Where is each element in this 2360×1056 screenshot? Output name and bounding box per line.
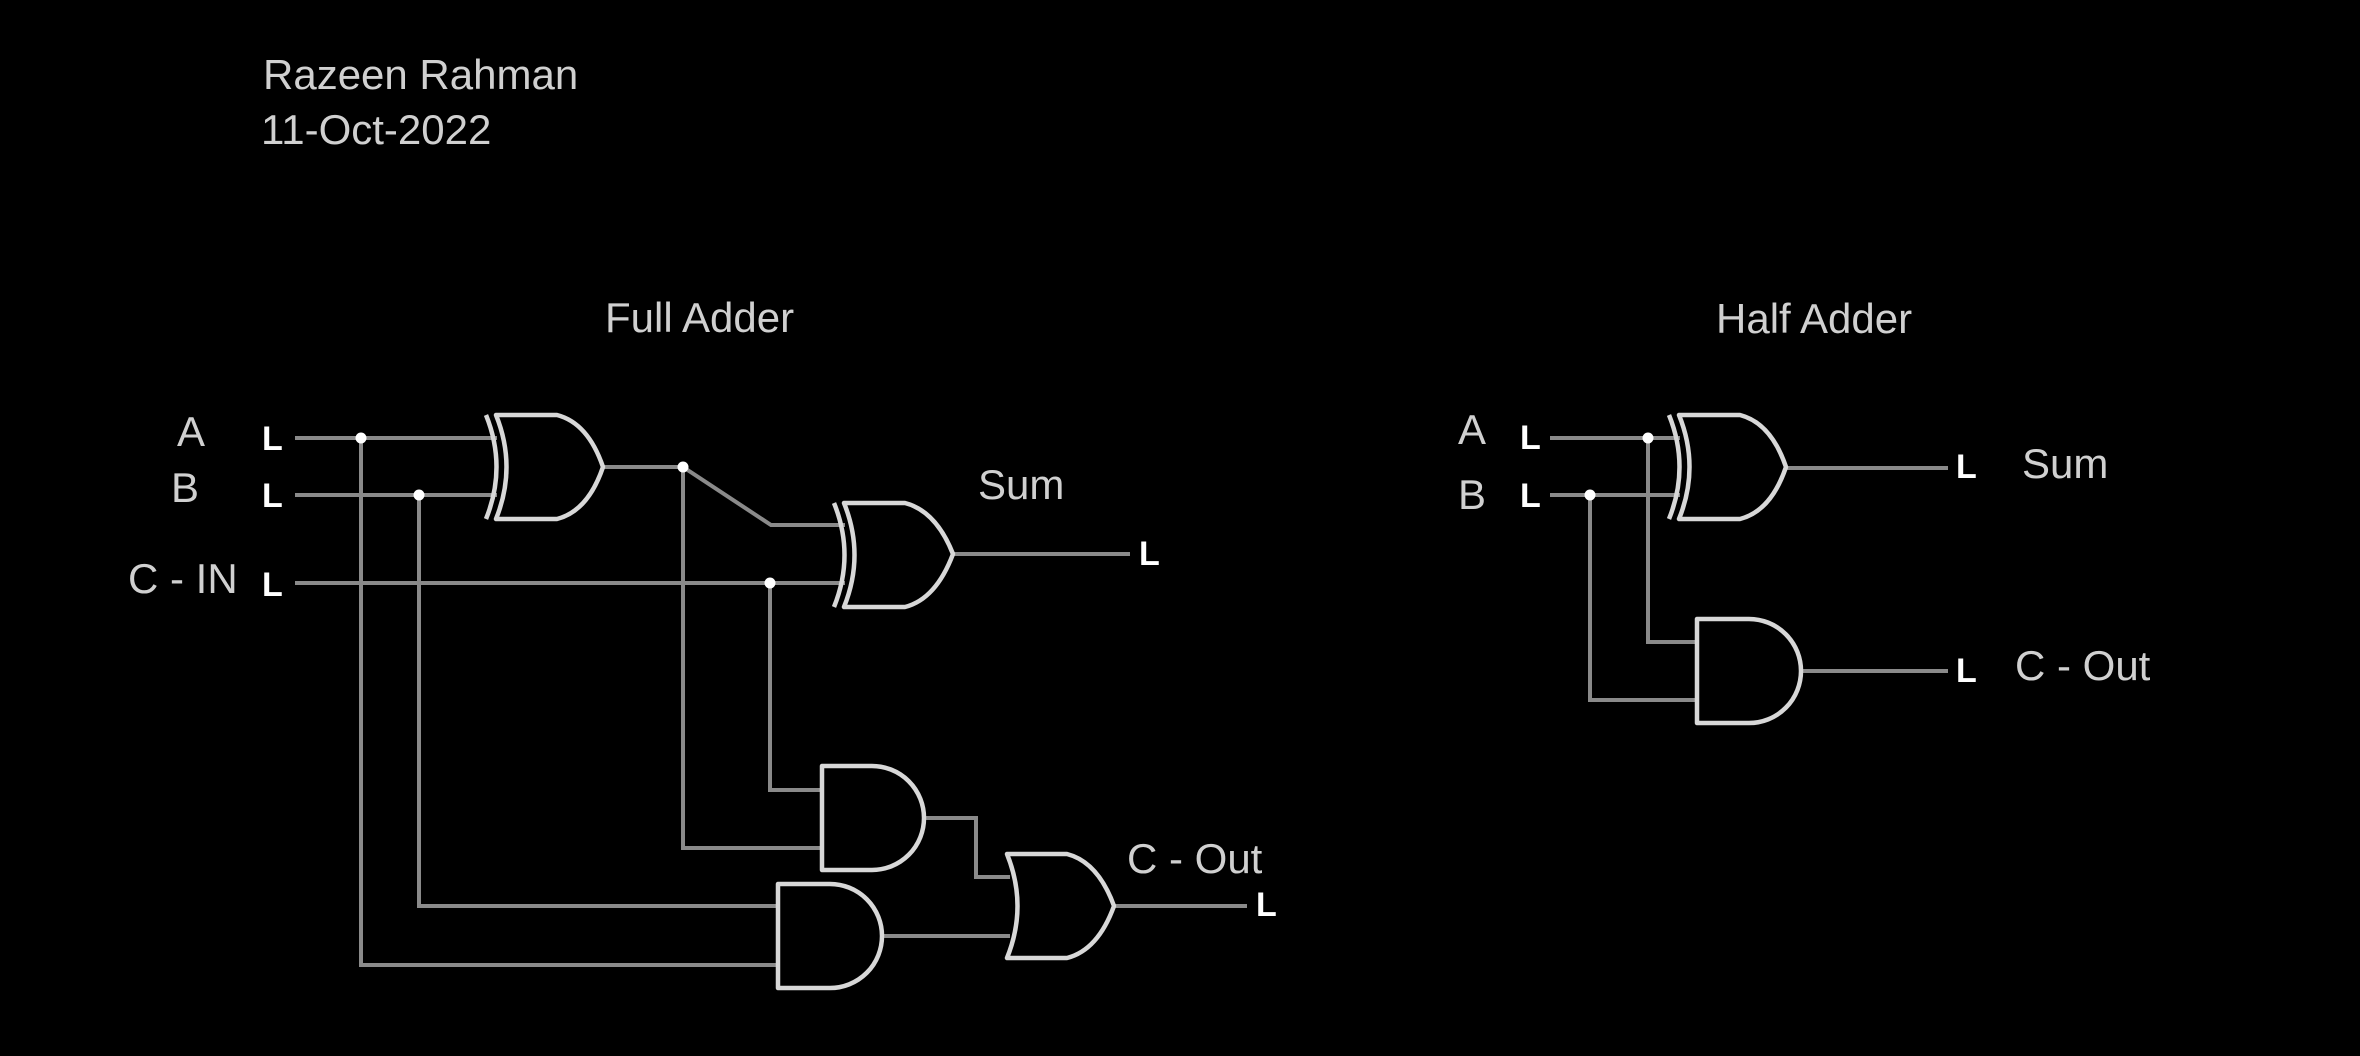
author-date: 11-Oct-2022 (261, 106, 491, 153)
author-name: Razeen Rahman (263, 51, 578, 98)
full-adder-title: Full Adder (605, 294, 794, 341)
fa-junction-a (355, 432, 367, 444)
fa-sum-label: Sum (978, 461, 1064, 508)
ha-input-b-label: B (1458, 471, 1486, 518)
fa-xor-gate-1 (483, 412, 606, 522)
ha-wires (1550, 436, 1948, 702)
fa-junction-b (413, 489, 425, 501)
fa-input-cin-label: C - IN (128, 555, 238, 602)
half-adder-title: Half Adder (1716, 295, 1912, 342)
fa-input-cin-state[interactable]: L (262, 566, 283, 604)
ha-input-b-state[interactable]: L (1520, 477, 1541, 515)
fa-or-gate (1004, 851, 1117, 961)
fa-cout-label: C - Out (1127, 835, 1263, 882)
ha-junction-a (1642, 432, 1654, 444)
fa-junction-cin (764, 577, 776, 589)
fa-input-a-label: A (177, 408, 205, 455)
fa-junction-xor (677, 461, 689, 473)
ha-sum-label: Sum (2022, 440, 2108, 487)
fa-input-b-state[interactable]: L (262, 477, 283, 515)
ha-junction-b (1584, 489, 1596, 501)
ha-input-a-label: A (1458, 406, 1486, 453)
ha-input-a-state[interactable]: L (1520, 419, 1541, 457)
ha-xor-gate (1666, 412, 1789, 522)
fa-cout-state: L (1256, 886, 1277, 924)
fa-sum-state: L (1139, 535, 1160, 573)
fa-and-gate-1 (819, 763, 927, 873)
fa-xor-gate-2 (831, 500, 956, 610)
fa-wires (295, 436, 1247, 967)
fa-input-a-state[interactable]: L (262, 420, 283, 458)
ha-and-gate (1694, 616, 1804, 726)
fa-input-b-label: B (171, 464, 199, 511)
ha-cout-state: L (1956, 652, 1977, 690)
ha-sum-state: L (1956, 448, 1977, 486)
ha-cout-label: C - Out (2015, 642, 2151, 689)
fa-and-gate-2 (775, 881, 885, 991)
